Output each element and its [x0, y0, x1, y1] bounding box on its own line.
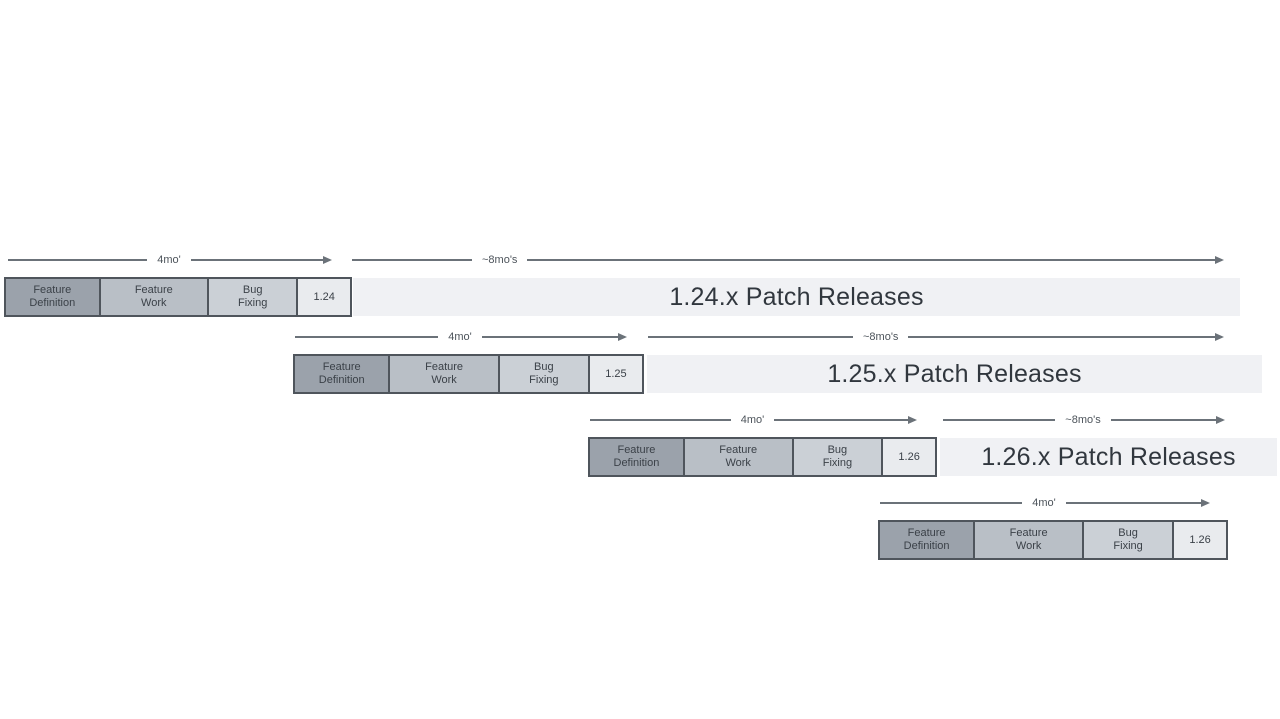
arrowhead-icon	[774, 416, 917, 424]
patch-releases-bar: 1.25.x Patch Releases	[647, 355, 1262, 393]
patch-duration-arrow: ~8mo's	[352, 251, 1224, 269]
phase-feature-work: Feature Work	[684, 439, 794, 475]
phase-feature-work: Feature Work	[100, 279, 209, 315]
arrow-line	[295, 336, 439, 338]
patch-duration-arrow: ~8mo's	[943, 411, 1226, 429]
phase-bug-fixing: Bug Fixing	[1084, 522, 1175, 558]
patch-releases-label: 1.24.x Patch Releases	[669, 282, 924, 311]
version-box: 1.26	[1174, 522, 1226, 558]
release-cycle-box: Feature Definition Feature Work Bug Fixi…	[4, 277, 352, 317]
release-cycle-box: Feature Definition Feature Work Bug Fixi…	[588, 437, 937, 477]
patch-duration-label: ~8mo's	[863, 331, 899, 343]
arrow-line	[943, 419, 1056, 421]
arrow-line	[8, 259, 148, 261]
arrowhead-icon	[908, 333, 1224, 341]
patch-duration-arrow: ~8mo's	[648, 328, 1224, 346]
cycle-duration-label: 4mo'	[448, 331, 472, 343]
arrow-line	[590, 419, 731, 421]
cycle-duration-arrow: 4mo'	[8, 251, 333, 269]
arrowhead-icon	[481, 333, 628, 341]
version-box: 1.25	[589, 356, 642, 392]
phase-feature-work: Feature Work	[390, 356, 500, 392]
arrow-line	[648, 336, 853, 338]
patch-releases-label: 1.25.x Patch Releases	[827, 359, 1082, 388]
cycle-duration-arrow: 4mo'	[880, 494, 1211, 512]
patch-duration-label: ~8mo's	[482, 254, 518, 266]
version-box: 1.26	[883, 439, 935, 475]
arrowhead-icon	[190, 256, 333, 264]
arrowhead-icon	[1065, 499, 1211, 507]
phase-feature-work: Feature Work	[975, 522, 1085, 558]
cycle-duration-label: 4mo'	[1032, 497, 1056, 509]
cycle-duration-arrow: 4mo'	[590, 411, 917, 429]
phase-feature-definition: Feature Definition	[590, 439, 685, 475]
patch-releases-label: 1.26.x Patch Releases	[981, 442, 1236, 471]
patch-releases-bar: 1.26.x Patch Releases	[940, 438, 1277, 476]
arrow-line	[880, 502, 1023, 504]
release-cycle-box: Feature Definition Feature Work Bug Fixi…	[293, 354, 644, 394]
cycle-duration-label: 4mo'	[157, 254, 181, 266]
phase-bug-fixing: Bug Fixing	[499, 356, 590, 392]
cycle-duration-label: 4mo'	[740, 414, 765, 426]
patch-releases-bar: 1.24.x Patch Releases	[353, 278, 1240, 316]
phase-feature-definition: Feature Definition	[880, 522, 976, 558]
version-box: 1.24	[298, 279, 350, 315]
phase-feature-definition: Feature Definition	[6, 279, 101, 315]
phase-bug-fixing: Bug Fixing	[208, 279, 299, 315]
arrowhead-icon	[527, 256, 1224, 264]
phase-bug-fixing: Bug Fixing	[793, 439, 884, 475]
patch-duration-label: ~8mo's	[1065, 414, 1101, 426]
arrow-line	[352, 259, 472, 261]
arrowhead-icon	[1110, 416, 1226, 424]
release-cycle-box: Feature Definition Feature Work Bug Fixi…	[878, 520, 1228, 560]
phase-feature-definition: Feature Definition	[295, 356, 391, 392]
cycle-duration-arrow: 4mo'	[295, 328, 628, 346]
